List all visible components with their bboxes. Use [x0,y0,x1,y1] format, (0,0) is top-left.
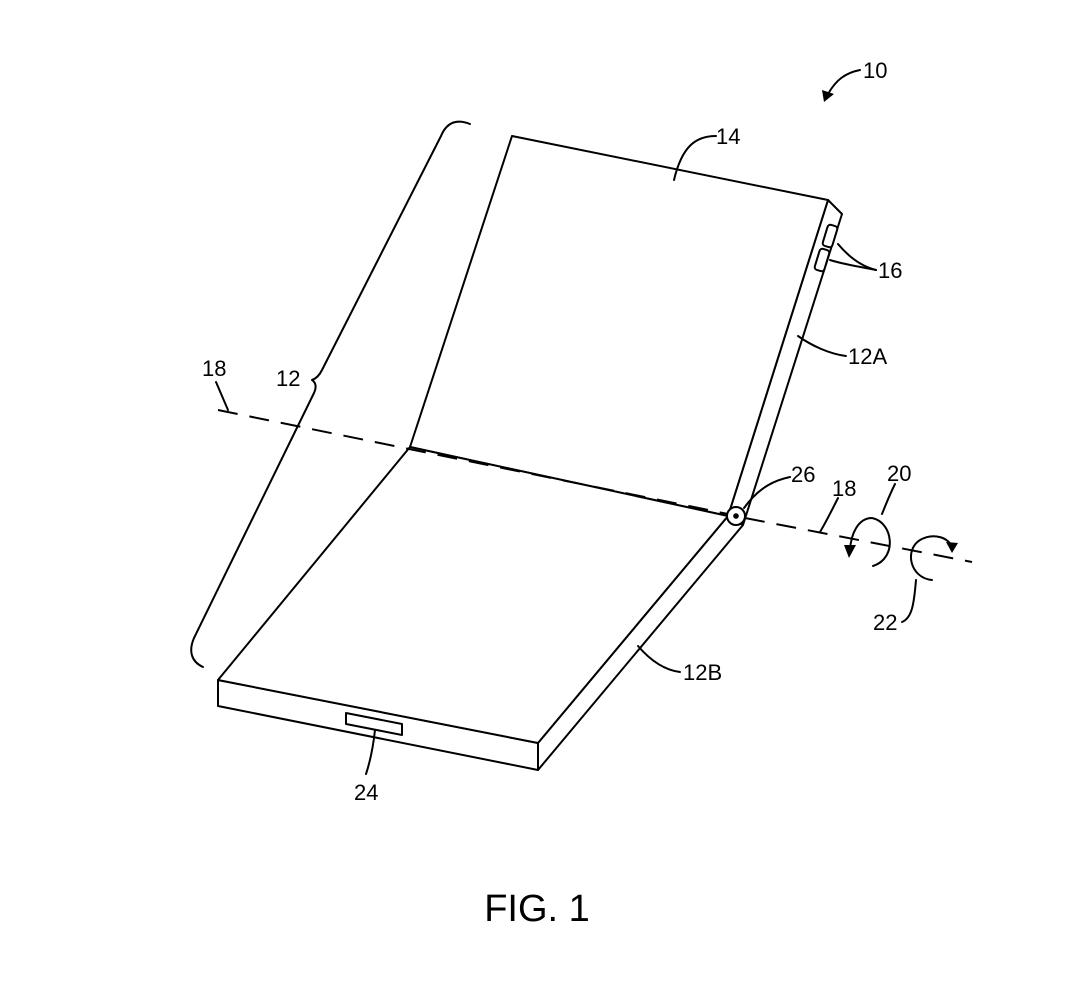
reference-arrow-10 [822,69,861,102]
side-buttons [813,223,839,273]
side-button-upper [821,223,839,249]
housing-bracket [190,120,471,668]
lower-panel-face [217,446,729,744]
label-housing-lower-12b: 12B [683,660,722,685]
leader-lines [215,135,917,775]
rotation-arrow-22 [910,535,958,581]
label-axis-18-right: 18 [832,476,856,501]
label-rotation-22: 22 [873,610,897,635]
display-panel [409,135,829,517]
label-display-14: 14 [716,124,740,149]
figure-caption: FIG. 1 [484,888,590,930]
side-button-lower [813,247,831,273]
label-housing-12: 12 [276,366,300,391]
label-device-10: 10 [863,58,887,83]
rotation-axis-left [217,409,729,515]
label-buttons-16: 16 [878,258,902,283]
label-port-24: 24 [354,780,378,805]
rotation-axis-right [744,517,973,563]
label-hinge-26: 26 [791,462,815,487]
label-axis-18-left: 18 [202,356,226,381]
hinge-pivot [726,506,746,526]
rotation-arrow-20 [844,517,891,567]
connector-port [345,712,403,736]
label-rotation-20: 20 [887,461,911,486]
label-housing-upper-12a: 12A [848,344,887,369]
